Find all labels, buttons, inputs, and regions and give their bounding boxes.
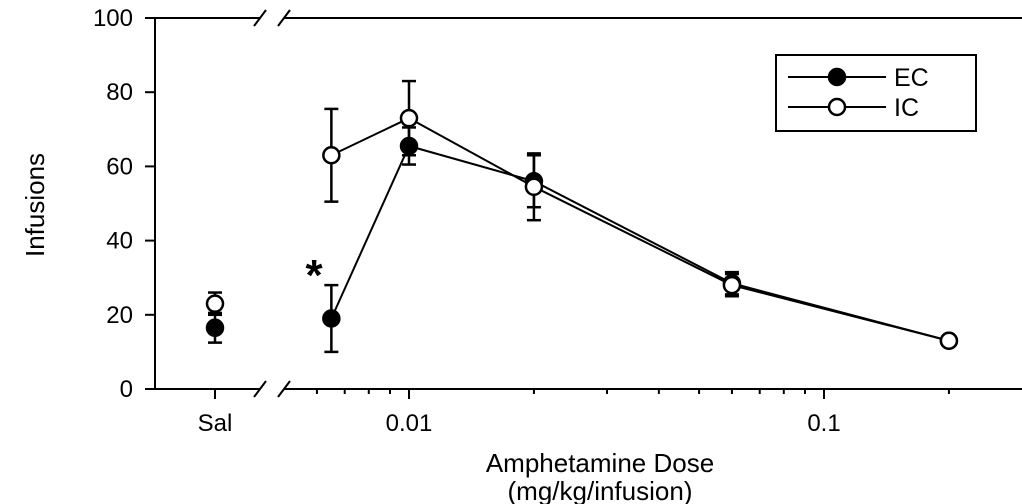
y-tick-label: 20 (106, 302, 133, 329)
filled-point-ec (205, 318, 225, 338)
x-tick-label: 0.1 (807, 410, 840, 437)
series-line-ec (330, 144, 950, 342)
open-point-ic (722, 275, 742, 295)
series-layer (205, 79, 959, 354)
legend-box (775, 54, 977, 132)
filled-point-ec (322, 309, 341, 328)
x-axis-title-line2: (mg/kg/infusion) (508, 476, 693, 504)
x-tick-label: Sal (198, 410, 233, 437)
series-ec (205, 126, 959, 354)
y-tick-label: 40 (106, 228, 133, 255)
open-point-ic (399, 108, 419, 128)
legend-marker-ec (827, 67, 847, 87)
axis-break-bottom-b (277, 380, 291, 398)
open-point-ic (939, 331, 959, 351)
y-axis-title: Infusions (20, 153, 50, 257)
series-ic (205, 79, 959, 351)
open-point-ic (205, 294, 225, 313)
axis-break-top-b (277, 9, 291, 27)
y-tick-label: 80 (106, 79, 133, 106)
y-tick-label: 60 (106, 153, 133, 180)
legend-label-ec: EC (894, 64, 929, 92)
open-point-ic (524, 177, 544, 197)
x-axis-title-line1: Amphetamine Dose (486, 448, 714, 478)
series-line-ic (330, 117, 950, 342)
axis-break-bottom-a (253, 380, 267, 398)
y-tick-label: 100 (93, 5, 133, 32)
significance-annotation: * (305, 251, 323, 300)
axis-break-top-a (253, 9, 267, 27)
x-tick-label: 0.01 (386, 410, 433, 437)
y-tick-label: 0 (120, 376, 133, 403)
legend-label-ic: IC (894, 94, 919, 122)
legend-marker-ic (827, 97, 847, 117)
open-point-ic (322, 146, 341, 165)
